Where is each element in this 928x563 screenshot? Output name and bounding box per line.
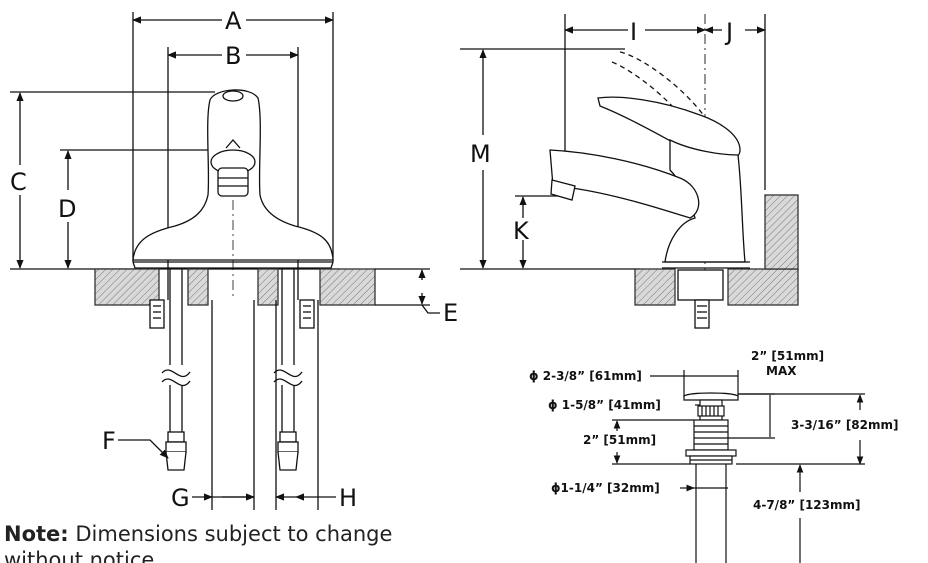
label-g: G xyxy=(171,484,190,512)
label-m: M xyxy=(470,140,491,168)
label-i: I xyxy=(630,18,637,46)
note-text: Note: Dimensions subject to change witho… xyxy=(4,521,444,563)
note-body: Dimensions subject to change without not… xyxy=(4,522,393,563)
label-d: D xyxy=(58,195,76,223)
label-e: E xyxy=(443,299,458,327)
label-b: B xyxy=(225,42,241,70)
front-view xyxy=(10,12,440,510)
note-label: Note: xyxy=(4,522,69,546)
label-h: H xyxy=(339,484,357,512)
drain-dim-body-diameter: ϕ 1-5/8” [41mm] xyxy=(548,398,661,412)
drain-dim-max-thickness: 2” [51mm] xyxy=(751,349,824,363)
label-a: A xyxy=(225,7,242,35)
side-view xyxy=(460,14,799,329)
label-f: F xyxy=(102,427,116,455)
label-k: K xyxy=(513,217,530,245)
drain-dim-max-label: MAX xyxy=(766,364,797,378)
label-j: J xyxy=(724,18,733,46)
drain-dim-body-height: 2” [51mm] xyxy=(583,433,656,447)
drain-dim-tail-diameter: ϕ1-1/4” [32mm] xyxy=(551,481,660,495)
drain-dim-tail-length: 4-7/8” [123mm] xyxy=(753,498,861,512)
drain-dim-overall-height: 3-3/16” [82mm] xyxy=(791,418,899,432)
label-c: C xyxy=(10,168,27,196)
drain-dim-cap-diameter: ϕ 2-3/8” [61mm] xyxy=(529,369,642,383)
drain-view xyxy=(612,370,865,563)
